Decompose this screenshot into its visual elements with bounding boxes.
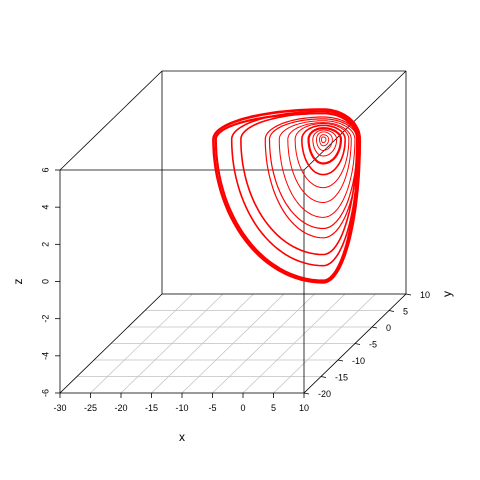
- z-tick-label: -4: [40, 352, 50, 360]
- trajectory-loop: [301, 124, 346, 176]
- trajectory-loop: [268, 118, 358, 230]
- y-tick-mark: [320, 376, 327, 378]
- x-tick-label: -20: [114, 403, 127, 413]
- x-tick-label: -25: [84, 403, 97, 413]
- y-tick-mark: [405, 293, 412, 296]
- box-edge: [303, 70, 407, 171]
- x-axis-label: x: [179, 430, 185, 444]
- trajectory-loop: [320, 136, 327, 144]
- trajectory-loop: [316, 131, 333, 151]
- trajectory-curve: [212, 108, 362, 284]
- y-tick-mark: [354, 343, 361, 345]
- y-tick-label: -15: [335, 373, 348, 383]
- trajectory-loop: [264, 116, 360, 239]
- y-tick-label: -5: [369, 340, 377, 350]
- z-tick-label: 2: [40, 242, 50, 247]
- floor-grid: [59, 293, 407, 394]
- trajectory-loop: [312, 129, 338, 157]
- y-tick-label: 10: [420, 290, 430, 300]
- y-axis-label: y: [440, 291, 454, 297]
- y-tick-mark: [371, 326, 378, 329]
- x-tick-label: 5: [271, 403, 276, 413]
- trajectory-loop: [319, 134, 330, 147]
- y-tick-mark: [388, 310, 395, 312]
- trajectory-loop: [307, 127, 342, 165]
- box-edge: [59, 70, 163, 171]
- box-edge: [59, 293, 163, 394]
- x-tick-label: 0: [240, 403, 245, 413]
- x-tick-label: -10: [175, 403, 188, 413]
- plot-box: [59, 70, 407, 394]
- x-tick-label: -15: [145, 403, 158, 413]
- y-tick-label: 0: [386, 323, 391, 333]
- x-tick-label: -5: [208, 403, 216, 413]
- trajectory-loop: [230, 110, 360, 267]
- y-tick-label: -20: [318, 389, 331, 399]
- y-tick-mark: [337, 359, 344, 362]
- x-tick-label: 10: [299, 403, 309, 413]
- z-axis-label: z: [11, 279, 25, 285]
- x-tick-label: -30: [53, 403, 66, 413]
- z-tick-label: -2: [40, 315, 50, 323]
- z-tick-label: -6: [40, 389, 50, 397]
- trajectory-loop: [240, 112, 358, 256]
- trajectory-loop: [294, 123, 350, 189]
- trajectory-loop: [278, 120, 356, 218]
- z-axis-ticks: -6 -4 -2 0 2 4 6: [40, 167, 60, 397]
- z-tick-label: 6: [40, 167, 50, 172]
- x-axis-ticks: -30 -25 -20 -15 -10 -5 0 5 10: [53, 393, 309, 413]
- trajectory-loop: [212, 108, 362, 284]
- y-axis-ticks: -20 -15 -10 -5 0 5 10: [303, 290, 430, 399]
- z-tick-label: 0: [40, 279, 50, 284]
- trajectory-loop: [287, 122, 352, 203]
- y-tick-label: -10: [352, 356, 365, 366]
- z-tick-label: 4: [40, 205, 50, 210]
- y-tick-label: 5: [403, 307, 408, 317]
- y-tick-mark: [303, 392, 310, 395]
